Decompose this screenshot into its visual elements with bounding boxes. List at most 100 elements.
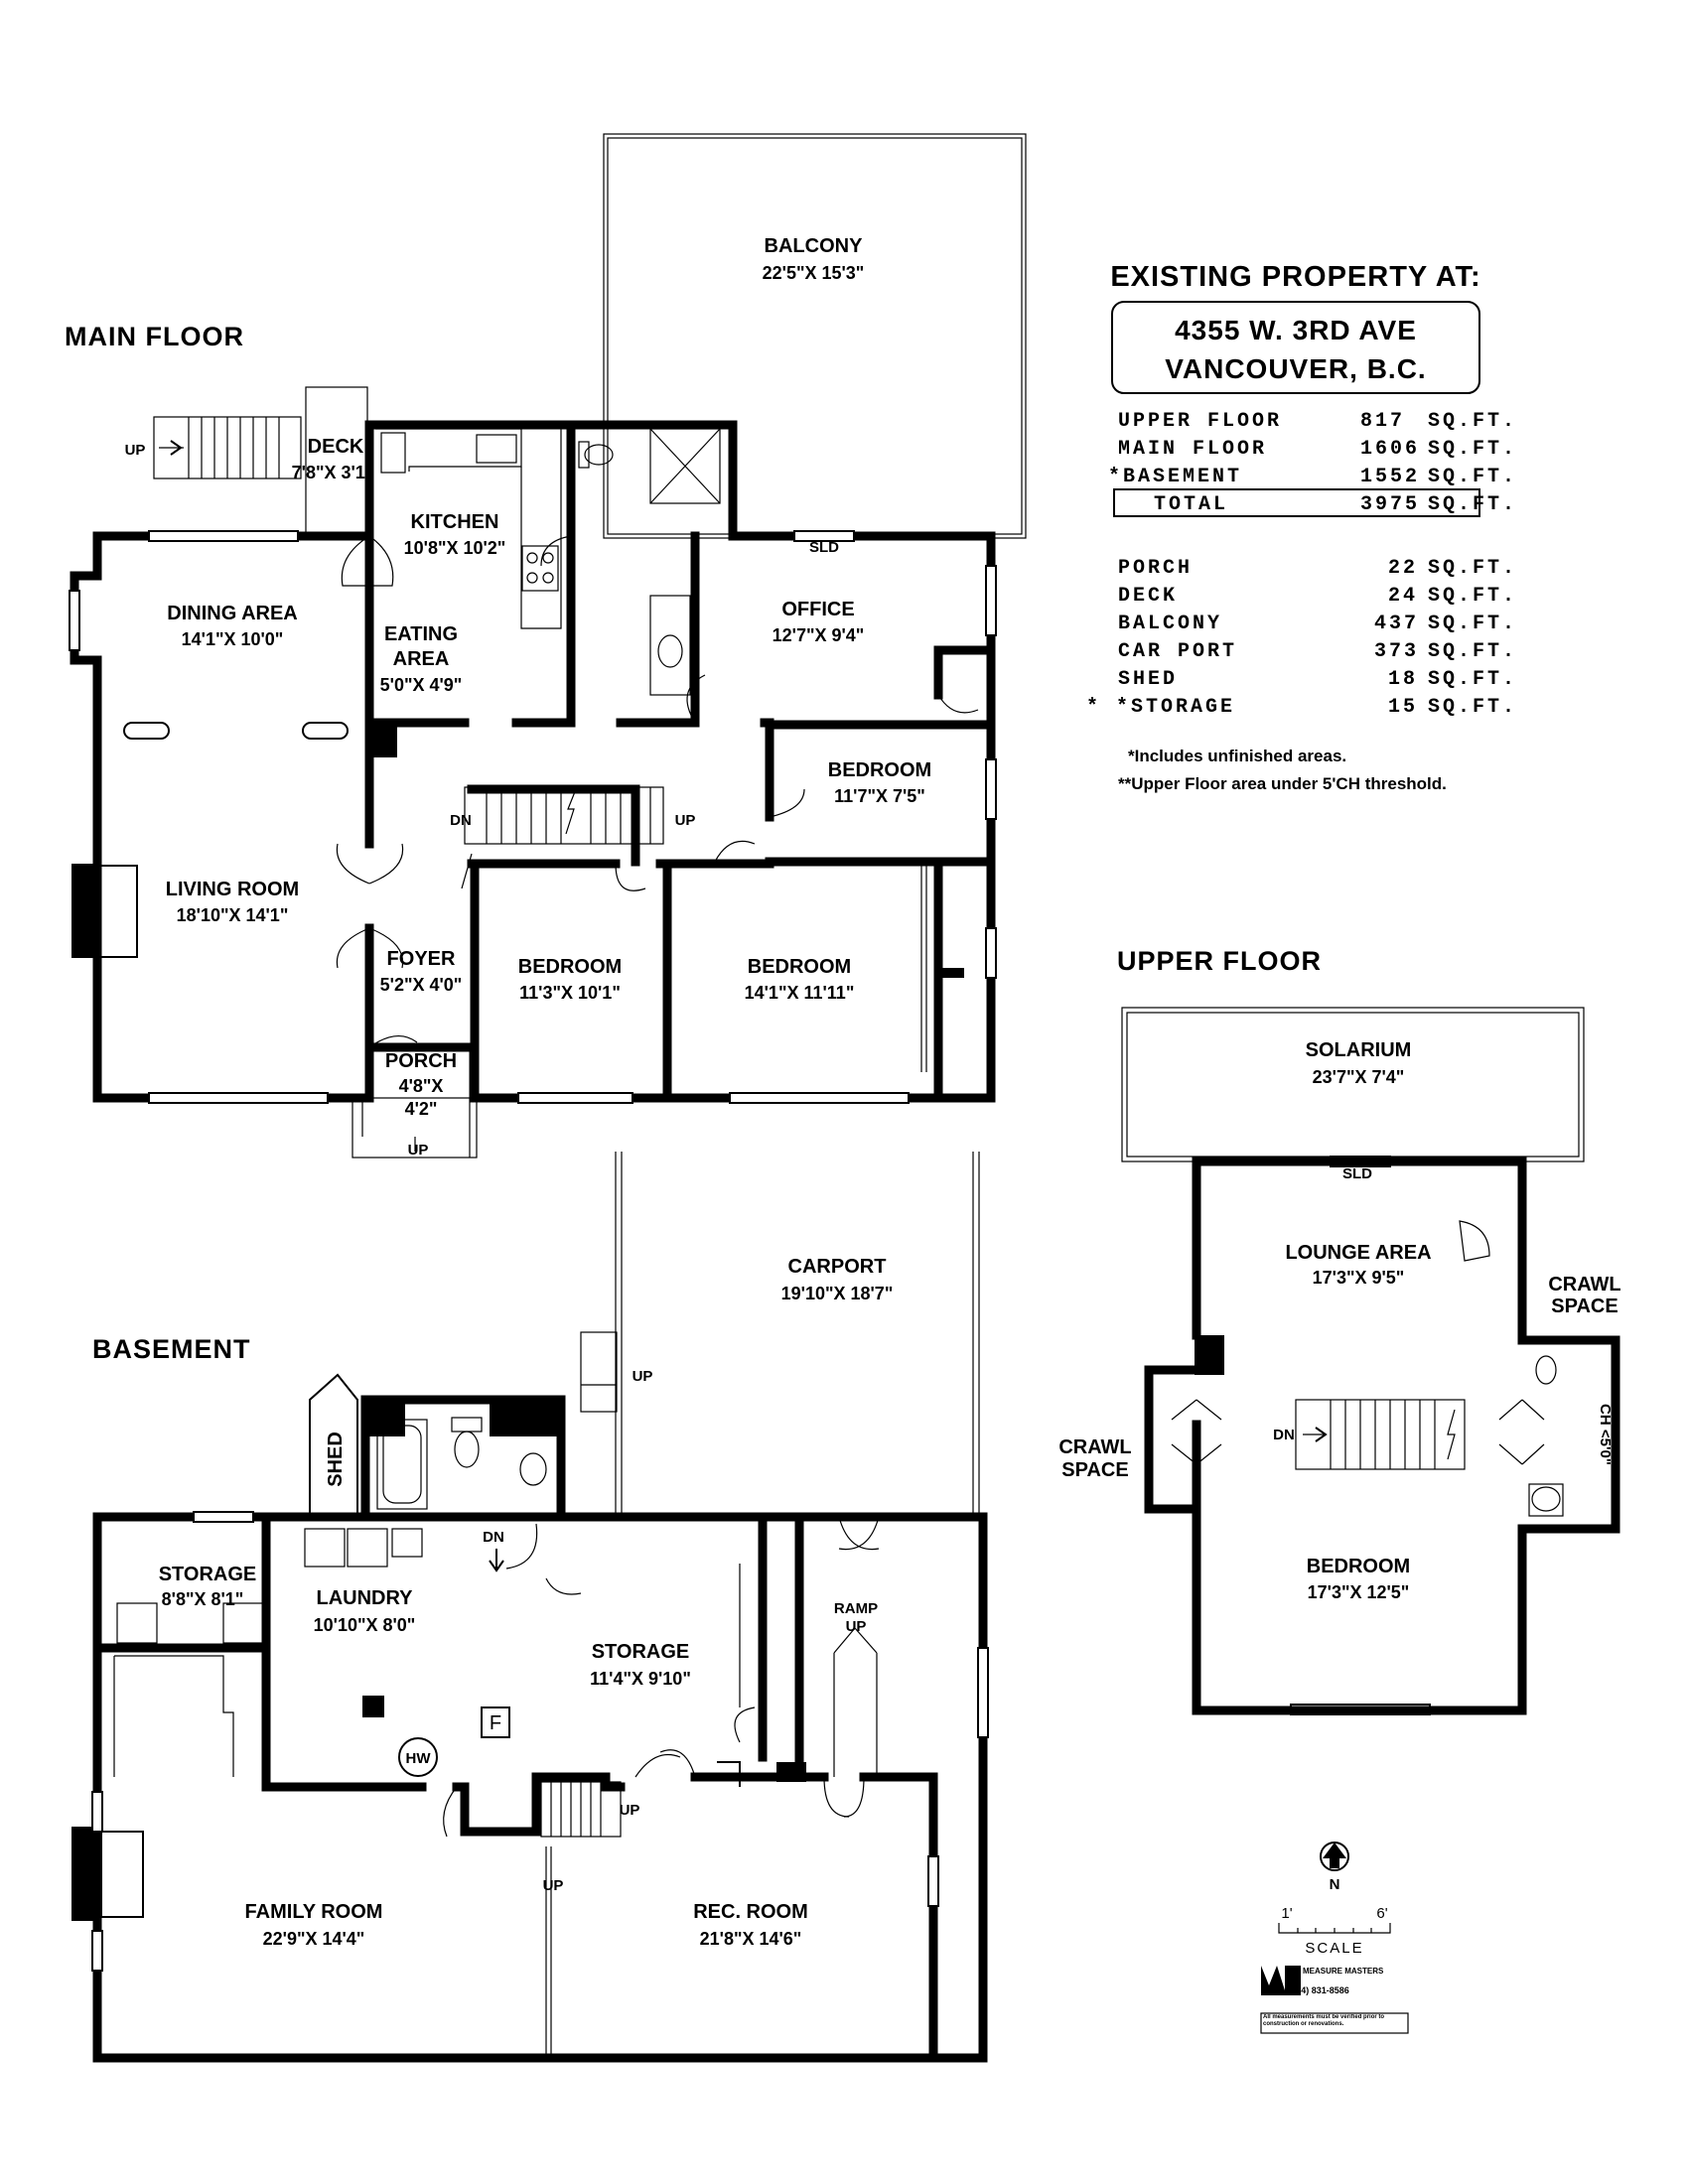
furnace <box>481 1706 510 1738</box>
room-dims: 10'10"X 8'0" <box>314 1615 416 1635</box>
bathtub-icon <box>376 1419 428 1510</box>
extra-value: 22 <box>1388 557 1418 580</box>
upper-floor-title: UPPER FLOOR <box>1117 946 1322 976</box>
up-marker: UP <box>675 812 696 829</box>
room-dims: 17'3"X 12'5" <box>1308 1582 1410 1602</box>
balcony-outline <box>603 133 1027 539</box>
chimney-block <box>369 723 397 757</box>
extra-label: CAR PORT <box>1118 640 1237 663</box>
fireplace <box>71 864 97 958</box>
room-name: STORAGE <box>592 1641 690 1663</box>
sld-marker: SLD <box>809 539 839 556</box>
main-floor: MAIN FLOOR <box>65 133 1027 1159</box>
door-swings <box>336 535 979 1048</box>
area-unit: SQ.FT. <box>1428 466 1517 488</box>
area-table: UPPER FLOOR 817 SQ.FT. MAIN FLOOR 1606 S… <box>1108 410 1517 517</box>
ramp-marker: RAMP <box>834 1600 878 1617</box>
room-dims: 11'4"X 9'10" <box>590 1669 691 1689</box>
room-dims: 14'1"X 10'0" <box>182 629 284 649</box>
room-name: FAMILY ROOM <box>245 1901 383 1923</box>
room-dims: 21'8"X 14'6" <box>700 1929 802 1949</box>
main-floor-title: MAIN FLOOR <box>65 322 244 351</box>
toilet-icon <box>1535 1355 1557 1385</box>
room-name: CARPORT <box>788 1256 887 1278</box>
extra-unit: SQ.FT. <box>1428 557 1517 580</box>
laundry-sink-icon <box>391 1528 423 1558</box>
post-icon <box>362 1696 384 1717</box>
room-dims: 22'9"X 14'4" <box>263 1929 365 1949</box>
porch-outline <box>352 1097 478 1159</box>
dn-marker: DN <box>1273 1427 1295 1443</box>
extra-value: 437 <box>1374 613 1419 635</box>
title-block: EXISTING PROPERTY AT: 4355 W. 3RD AVE VA… <box>1086 261 1517 793</box>
dryer-icon <box>347 1528 388 1568</box>
main-stairs <box>464 786 664 845</box>
extra-value: 24 <box>1388 585 1418 608</box>
room-dims: 11'7"X 7'5" <box>834 786 925 806</box>
windows <box>69 530 997 1104</box>
extra-label: SHED <box>1118 668 1178 691</box>
room-name: OFFICE <box>781 599 854 620</box>
room-dims: 10'8"X 10'2" <box>404 538 506 558</box>
scale-end: 6' <box>1376 1905 1387 1922</box>
area-unit: SQ.FT. <box>1428 438 1517 461</box>
toilet-icon <box>454 1431 480 1468</box>
disclaimer-text: All measurements must be verified prior … <box>1263 2014 1385 2027</box>
room-name: BEDROOM <box>828 759 931 781</box>
area-label: *BASEMENT <box>1108 466 1242 488</box>
room-name: BEDROOM <box>518 956 622 978</box>
shed-outline <box>309 1373 358 1517</box>
room-name: DECK <box>308 436 364 458</box>
stove-icon <box>521 545 559 592</box>
ramp <box>833 1627 878 1777</box>
note-unfinished: *Includes unfinished areas. <box>1128 747 1346 765</box>
area-value: 1606 <box>1360 438 1420 461</box>
up-marker: UP <box>408 1142 429 1159</box>
company-phone: (604) 831-8586 <box>1288 1985 1349 1995</box>
room-name: BEDROOM <box>1307 1556 1410 1577</box>
room-dims: 18'10"X 14'1" <box>177 905 289 925</box>
sink-icon <box>1531 1486 1561 1512</box>
upper-exterior-wall <box>1192 1157 1620 1715</box>
ch-marker: CH <5'0" <box>1597 1404 1614 1465</box>
room-name: BALCONY <box>765 235 864 257</box>
room-dims: 5'2"X 4'0" <box>380 975 463 995</box>
scale-start: 1' <box>1281 1905 1292 1922</box>
main-exterior-wall <box>70 420 374 1103</box>
hot-water-tank <box>398 1737 438 1777</box>
room-name: CRAWL <box>1058 1436 1131 1458</box>
area-value: 1552 <box>1360 466 1420 488</box>
room-name: BEDROOM <box>748 956 851 978</box>
washer-icon <box>304 1528 346 1568</box>
room-dims: 17'3"X 9'5" <box>1313 1268 1405 1288</box>
extra-label: PORCH <box>1118 557 1193 580</box>
extra-unit: SQ.FT. <box>1428 640 1517 663</box>
up-marker: UP <box>633 1368 653 1385</box>
room-name: LOUNGE AREA <box>1285 1242 1431 1264</box>
room-dims: 23'7"X 7'4" <box>1313 1067 1405 1087</box>
area-label: MAIN FLOOR <box>1118 438 1267 461</box>
room-dims: 5'0"X 4'9" <box>380 675 463 695</box>
area-unit: SQ.FT. <box>1428 410 1517 433</box>
room-dims: 22'5"X 15'3" <box>763 263 865 283</box>
basement-title: BASEMENT <box>92 1334 251 1364</box>
total-box <box>1113 488 1480 517</box>
up-marker: UP <box>125 442 146 459</box>
up-marker: UP <box>620 1802 640 1819</box>
room-name: LAUNDRY <box>316 1587 413 1609</box>
hw-marker: HW <box>406 1750 432 1767</box>
room-name: LIVING ROOM <box>166 879 299 900</box>
room-dims: 19'10"X 18'7" <box>781 1284 894 1303</box>
extra-unit: SQ.FT. <box>1428 668 1517 691</box>
room-dims: 7'8"X 3'1" <box>292 463 374 482</box>
address-line1: 4355 W. 3RD AVE <box>1175 315 1417 345</box>
disclaimer-box <box>1260 2012 1409 2034</box>
room-dims: 12'7"X 9'4" <box>773 625 865 645</box>
extra-label: DECK <box>1118 585 1178 608</box>
room-name: PORCH <box>385 1050 457 1072</box>
extra-unit: SQ.FT. <box>1428 585 1517 608</box>
area-label: UPPER FLOOR <box>1118 410 1282 433</box>
dn-marker: DN <box>483 1529 504 1546</box>
title-heading: EXISTING PROPERTY AT: <box>1110 261 1480 293</box>
